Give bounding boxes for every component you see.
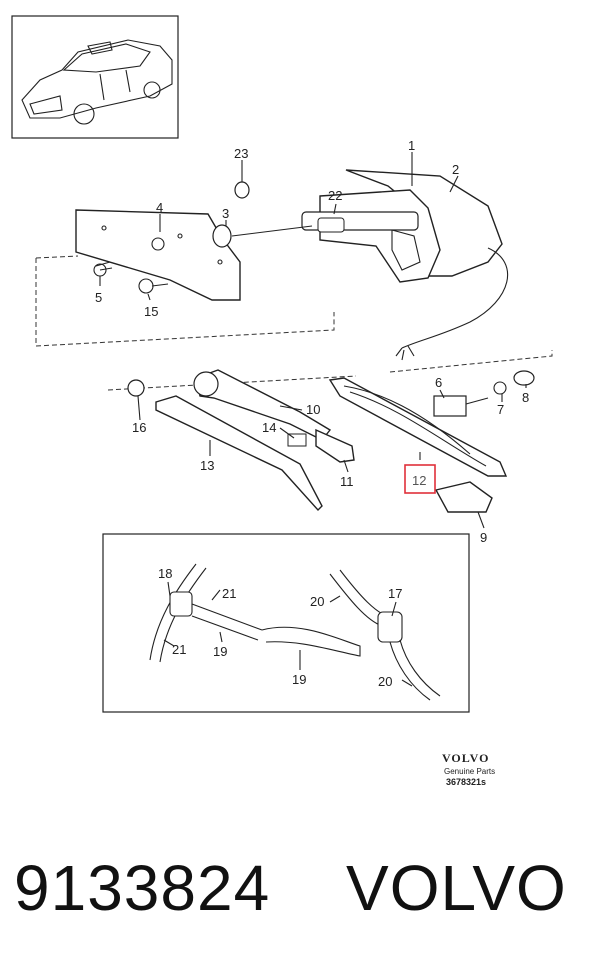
logo-subtitle: Genuine Parts — [444, 767, 495, 776]
parts-diagram: 1 2 3 4 5 6 7 8 9 10 11 12 13 14 15 16 1… — [11, 15, 553, 787]
logo-brand: VOLVO — [442, 751, 489, 765]
callout-6: 6 — [435, 375, 442, 390]
callout-19b: 19 — [292, 672, 306, 687]
callout-21a: 21 — [222, 586, 236, 601]
callout-3: 3 — [222, 206, 229, 221]
logo-code: 3678321s — [446, 777, 486, 787]
callout-19a: 19 — [213, 644, 227, 659]
callout-labels: 1 2 3 4 5 6 7 8 9 10 11 12 13 14 15 16 1… — [95, 138, 529, 689]
washer-hose-inset — [102, 533, 470, 713]
callout-1: 1 — [408, 138, 415, 153]
callout-5: 5 — [95, 290, 102, 305]
part-number: 9133824 — [14, 852, 271, 924]
leader-lines — [99, 152, 527, 687]
wiper-motor-assembly — [35, 169, 553, 373]
callout-12: 12 — [412, 473, 426, 488]
brand-name: VOLVO — [346, 852, 567, 924]
callout-15: 15 — [144, 304, 158, 319]
volvo-genuine-parts-logo: VOLVO Genuine Parts 3678321s — [442, 751, 495, 787]
callout-16: 16 — [132, 420, 146, 435]
callout-23: 23 — [234, 146, 248, 161]
callout-14: 14 — [262, 420, 276, 435]
car-thumbnail — [11, 15, 179, 139]
callout-10: 10 — [306, 402, 320, 417]
callout-8: 8 — [522, 390, 529, 405]
callout-2: 2 — [452, 162, 459, 177]
highlight-box-12 — [404, 464, 436, 494]
callout-13: 13 — [200, 458, 214, 473]
callout-20b: 20 — [378, 674, 392, 689]
wiper-arm-blade-group — [107, 369, 535, 513]
callout-18: 18 — [158, 566, 172, 581]
callout-17: 17 — [388, 586, 402, 601]
callout-21b: 21 — [172, 642, 186, 657]
callout-22: 22 — [328, 188, 342, 203]
callout-11: 11 — [340, 474, 354, 489]
callout-20a: 20 — [310, 594, 324, 609]
callout-9: 9 — [480, 530, 487, 545]
callout-7: 7 — [497, 402, 504, 417]
callout-4: 4 — [156, 200, 163, 215]
